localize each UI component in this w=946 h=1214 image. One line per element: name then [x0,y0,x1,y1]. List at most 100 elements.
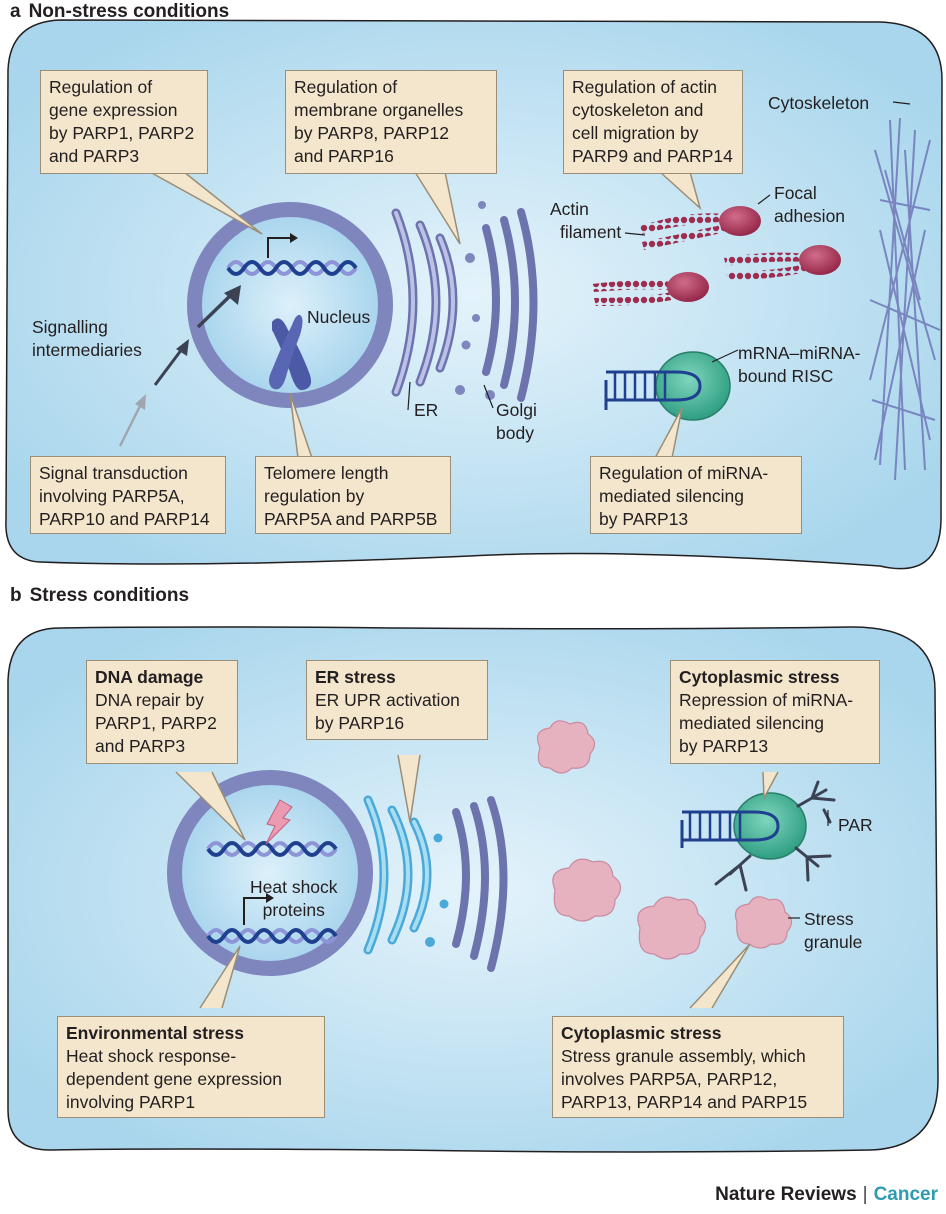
credit-separator: | [862,1184,868,1205]
stress-granule-label-line: granule [804,932,863,952]
actin-callout: Regulation of actin cytoskeleton and cel… [563,70,743,174]
signal-transduction-callout: Signal transduction involving PARP5A, PA… [30,456,226,534]
telomere-callout: Telomere length regulation by PARP5A and… [255,456,451,534]
focal-adhesion-label-line: Focal [774,183,817,203]
callout-line: mediated silencing [599,486,744,506]
callout-pointers-a [149,171,702,459]
risc-label-line: mRNA–miRNA- [738,343,861,363]
actin-filament-label: Actin filament [548,198,621,244]
callout-line: PARP10 and PARP14 [39,509,210,529]
callout-pointers-b [175,754,779,1009]
callout-line: Heat shock response- [66,1046,237,1066]
callout-line: Telomere length [264,463,389,483]
callout-line: involving PARP1 [66,1092,196,1112]
callout-line: Signal transduction [39,463,188,483]
risc-label-line: bound RISC [738,366,834,386]
actin-filament-label-line: filament [560,222,622,242]
callout-line: Stress granule assembly, which [561,1046,806,1066]
stress-granules [537,720,793,960]
er-label: ER [414,400,439,420]
callout-line: mediated silencing [679,713,824,733]
callout-line: DNA repair by [95,690,204,710]
callout-line: ER UPR activation [315,690,460,710]
callout-line: involves PARP5A, PARP12, [561,1069,778,1089]
dna-damage-callout: DNA damage DNA repair by PARP1, PARP2 an… [86,660,238,764]
cytoskeleton-label: Cytoskeleton [768,93,870,113]
callout-line: regulation by [264,486,365,506]
callout-line: gene expression [49,100,178,120]
callout-title: DNA damage [95,667,204,687]
panel-b-heading: b Stress conditions [10,585,189,607]
callout-line: and PARP3 [95,736,186,756]
callout-line: Regulation of [294,77,398,97]
focal-adhesion-label: Focal adhesion [774,182,845,228]
stress-granule-label: Stress granule [804,908,862,954]
callout-line: Regulation of [49,77,153,97]
er-stress-callout: ER stress ER UPR activation by PARP16 [306,660,488,740]
panel-b-letter: b [10,585,22,606]
golgi-b [452,796,508,972]
callout-line: dependent gene expression [66,1069,283,1089]
gene-expression-callout: Regulation of gene expression by PARP1, … [40,70,208,174]
journal-section: Cancer [873,1184,938,1205]
panel-b-title: Stress conditions [29,585,190,606]
dna-helix-b-bottom [206,928,338,944]
vesicles-a [455,201,495,400]
callout-line: by PARP13 [679,736,769,756]
callout-title: Environmental stress [66,1023,244,1043]
golgi-label: Golgi body [496,399,537,445]
signalling-label-line: intermediaries [32,340,142,360]
heat-shock-label-line: proteins [262,900,325,920]
callout-title: ER stress [315,667,396,687]
par-label: PAR [838,815,873,835]
callout-line: by PARP16 [315,713,405,733]
actin-filament-label-line: Actin [550,199,589,219]
callout-title: Cytoplasmic stress [679,667,840,687]
callout-line: by PARP1, PARP2 [49,123,195,143]
par-chains [714,780,836,892]
mirna-callout: Regulation of miRNA- mediated silencing … [590,456,802,534]
dna-helix-b-top [206,841,338,857]
risc-a [604,351,731,421]
journal-credit: Nature Reviews|Cancer [715,1184,938,1206]
callout-line: involving PARP5A, [39,486,185,506]
signalling-label: Signalling intermediaries [32,316,142,362]
nucleus-label: Nucleus [307,307,371,327]
journal-name: Nature Reviews [715,1184,857,1205]
heat-shock-label-line: Heat shock [250,877,338,897]
callout-line: by PARP13 [599,509,689,529]
callout-line: Regulation of miRNA- [599,463,769,483]
risc-label: mRNA–miRNA- bound RISC [738,342,861,388]
callout-line: PARP9 and PARP14 [572,146,733,166]
callout-line: PARP1, PARP2 [95,713,217,733]
callout-line: by PARP8, PARP12 [294,123,449,143]
callout-line: membrane organelles [294,100,464,120]
callout-line: cell migration by [572,123,699,143]
membrane-organelles-callout: Regulation of membrane organelles by PAR… [285,70,497,174]
panel-a-letter: a [10,1,21,22]
callout-line: Repression of miRNA- [679,690,854,710]
callout-line: and PARP3 [49,146,140,166]
environmental-stress-callout: Environmental stress Heat shock response… [57,1016,325,1118]
transcription-arrow-a [267,237,290,258]
golgi-a [482,208,538,402]
actin-filaments [592,213,806,306]
golgi-label-line: body [496,423,534,443]
callout-line: PARP5A and PARP5B [264,509,438,529]
callout-title: Cytoplasmic stress [561,1023,722,1043]
focal-adhesions [667,206,841,302]
callout-line: and PARP16 [294,146,394,166]
focal-adhesion-label-line: adhesion [774,206,846,226]
chromosome [269,314,312,391]
callout-line: Regulation of actin [572,77,717,97]
golgi-label-line: Golgi [496,400,537,420]
dna-helix-a [226,260,358,276]
cytoplasmic-stress-bottom-callout: Cytoplasmic stress Stress granule assemb… [552,1016,844,1118]
signalling-label-line: Signalling [32,317,108,337]
stress-granule-label-line: Stress [804,909,854,929]
cytoplasmic-stress-top-callout: Cytoplasmic stress Repression of miRNA- … [670,660,880,764]
callout-line: cytoskeleton and [572,100,704,120]
cytoskeleton-fibers [869,117,941,481]
callout-line: PARP13, PARP14 and PARP15 [561,1092,808,1112]
